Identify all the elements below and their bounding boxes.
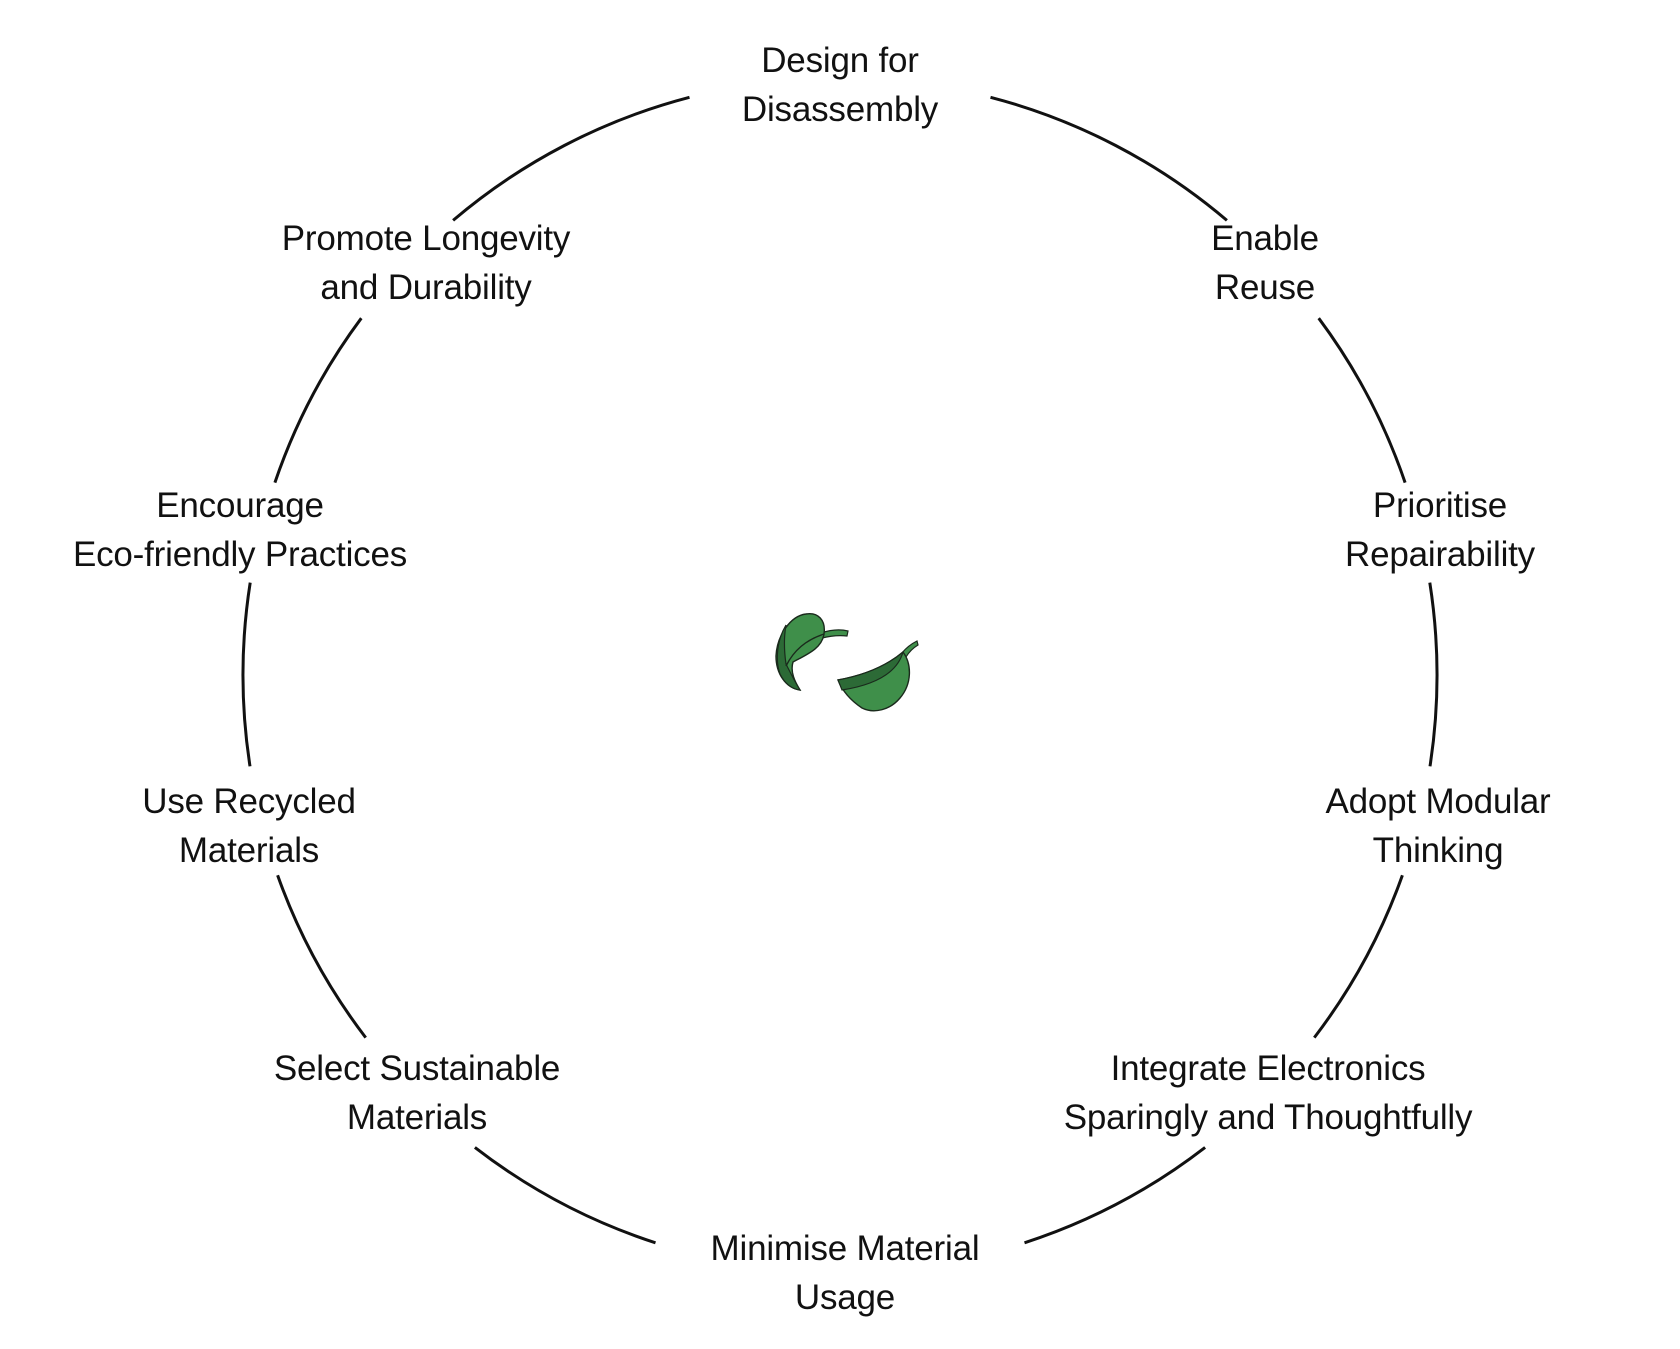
ring-arc-5: [1024, 1146, 1207, 1245]
ring-arc-9: [273, 317, 363, 484]
ring-arc-10: [452, 95, 690, 222]
node-label-line: and Durability: [320, 268, 532, 307]
node-label-line: Repairability: [1345, 535, 1535, 574]
node-label-line: Use Recycled: [142, 782, 356, 821]
node-encourage-eco-friendly-practices: Encourage Eco-friendly Practices: [73, 481, 407, 579]
ring-arc-8: [241, 582, 252, 767]
ring-arc-3: [1428, 582, 1439, 767]
ring-arc-2: [1317, 317, 1407, 484]
node-design-for-disassembly: Design for Disassembly: [742, 36, 938, 134]
node-integrate-electronics: Integrate Electronics Sparingly and Thou…: [1064, 1044, 1473, 1142]
node-label-line: Materials: [346, 1098, 488, 1137]
leaf-right-fold: [837, 650, 905, 691]
node-label-line: Adopt Modular: [1325, 782, 1551, 821]
node-label-line: Disassembly: [741, 90, 939, 129]
leaf-icon-left: [775, 613, 849, 691]
node-label-line: Promote Longevity: [281, 219, 571, 258]
node-label-line: Usage: [794, 1278, 896, 1317]
ring: [241, 95, 1439, 1245]
ring-arc-4: [1313, 874, 1404, 1039]
node-label-line: Minimise Material: [710, 1229, 980, 1268]
node-label-line: Eco-friendly Practices: [72, 535, 408, 574]
node-label-line: Thinking: [1372, 831, 1504, 870]
node-label-line: Reuse: [1214, 268, 1316, 307]
leaf-left-midrib: [785, 633, 825, 667]
leaf-icon-right: [837, 640, 919, 712]
ring-arc-6: [473, 1146, 656, 1245]
node-promote-longevity-and-durability: Promote Longevity and Durability: [281, 214, 571, 312]
node-minimise-material-usage: Minimise Material Usage: [711, 1224, 980, 1322]
leaf-right-stem: [901, 640, 919, 658]
node-label-line: Integrate Electronics: [1110, 1049, 1426, 1088]
node-label-line: Sparingly and Thoughtfully: [1063, 1098, 1473, 1137]
node-adopt-modular-thinking: Adopt Modular Thinking: [1325, 777, 1550, 875]
leaf-left-stem: [820, 629, 849, 639]
node-select-sustainable-materials: Select Sustainable Materials: [273, 1044, 561, 1142]
node-label-line: Materials: [178, 831, 320, 870]
ring-arc-7: [276, 874, 367, 1039]
node-label-line: Enable: [1211, 219, 1319, 258]
node-enable-reuse: Enable Reuse: [1211, 214, 1319, 312]
node-prioritise-repairability: Prioritise Repairability: [1345, 481, 1535, 579]
ring-arc-1: [990, 95, 1228, 222]
node-label-line: Prioritise: [1372, 486, 1508, 525]
node-label-line: Design for: [761, 41, 919, 80]
leaves-icon: [775, 613, 919, 712]
node-label-line: Select Sustainable: [273, 1049, 561, 1088]
node-use-recycled-materials: Use Recycled Materials: [142, 777, 356, 875]
node-label-line: Encourage: [156, 486, 324, 525]
leaf-left-fold: [776, 624, 802, 691]
